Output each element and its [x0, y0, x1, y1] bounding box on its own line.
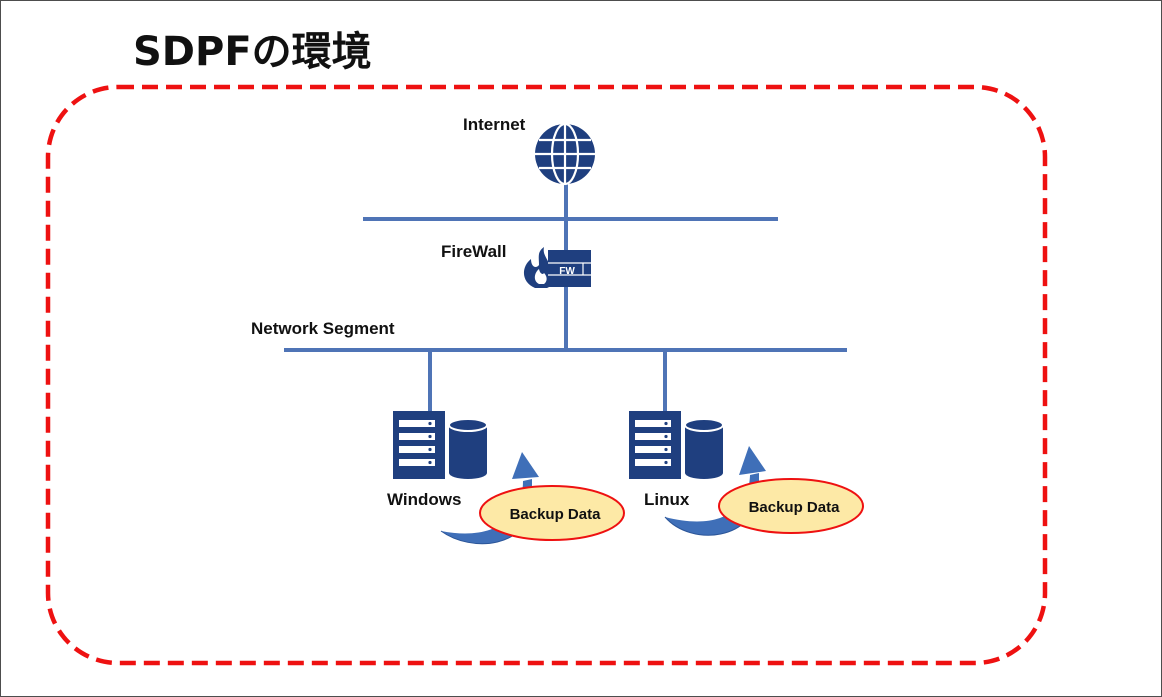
- firewall-icon: FW: [523, 247, 591, 288]
- network-lines: [284, 181, 847, 411]
- backup-bubble-label: Backup Data: [510, 506, 602, 523]
- internet-label: Internet: [463, 115, 526, 134]
- linux-label: Linux: [644, 490, 690, 509]
- windows-label: Windows: [387, 490, 462, 509]
- windows-backup-bubble: Backup Data: [479, 485, 625, 541]
- network-segment-label: Network Segment: [251, 319, 395, 338]
- globe-icon: [535, 122, 595, 186]
- windows-database-icon: [448, 418, 488, 479]
- page-title: SDPFの環境: [133, 29, 372, 75]
- linux-server-icon: [629, 411, 681, 479]
- environment-boundary: [45, 84, 1048, 666]
- linux-database-icon: [684, 418, 724, 479]
- firewall-label: FireWall: [441, 242, 507, 261]
- linux-backup-bubble: Backup Data: [718, 478, 864, 534]
- firewall-icon-text: FW: [559, 266, 575, 277]
- windows-server-icon: [393, 411, 445, 479]
- backup-bubble-label: Backup Data: [749, 499, 841, 516]
